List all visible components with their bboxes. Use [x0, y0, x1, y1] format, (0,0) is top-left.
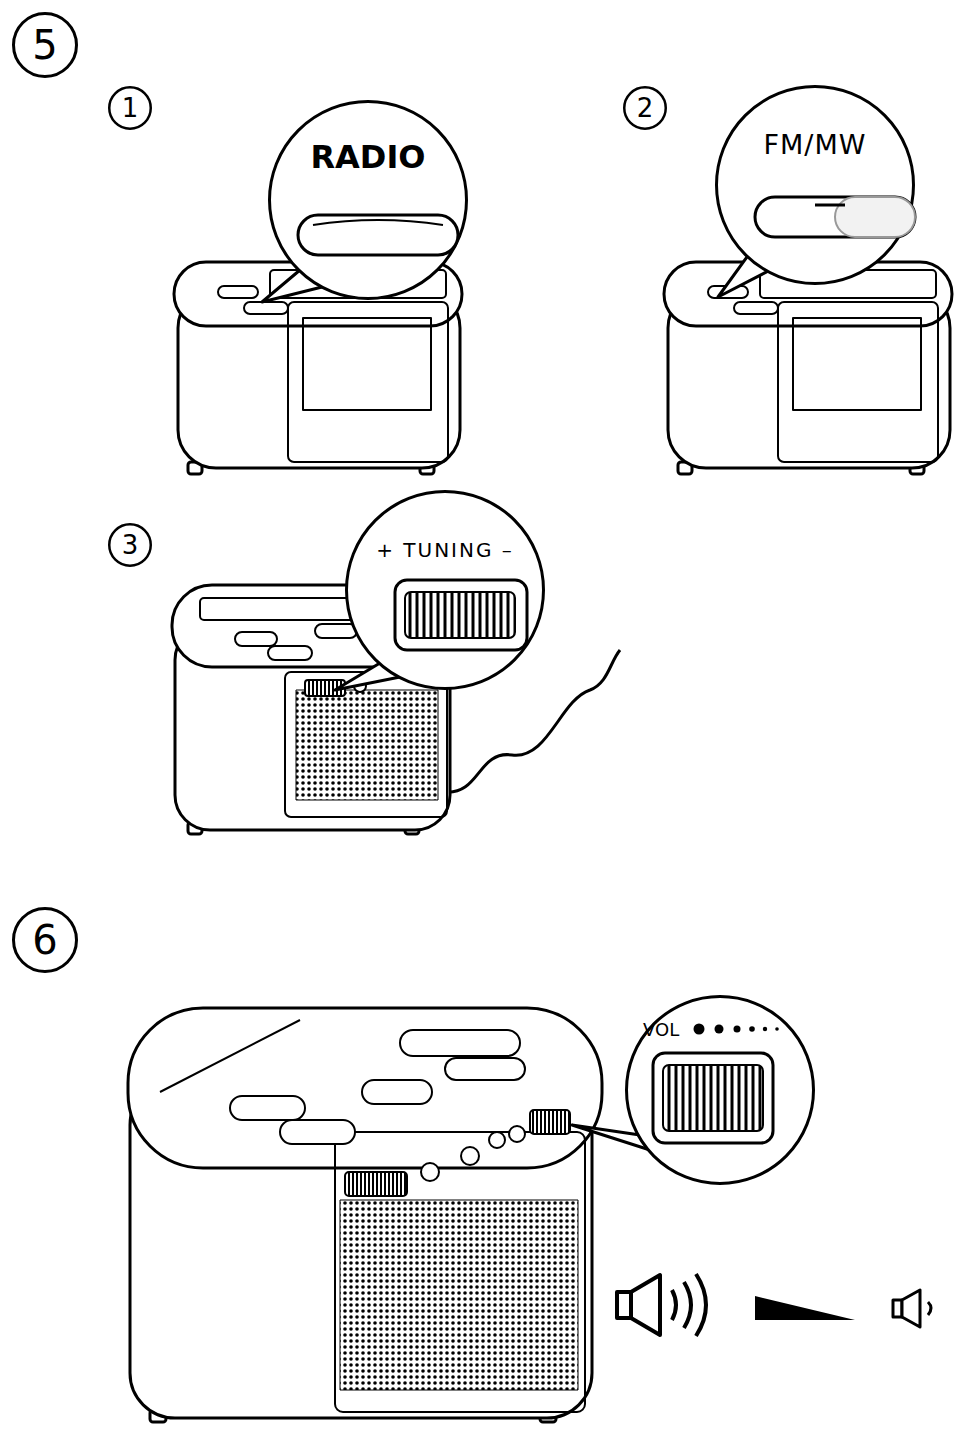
control-label: VOL [643, 1019, 679, 1041]
volume-symbol [893, 1290, 931, 1327]
step-number: 6 [32, 907, 57, 973]
step-number: 5 [12, 12, 78, 78]
callout-number: 1 [108, 86, 152, 130]
control-label: FM/MW [764, 129, 867, 161]
radio-back-view [128, 1008, 602, 1422]
callout-bubble: + TUNING – [345, 490, 545, 690]
callout-number: 3 [108, 523, 152, 567]
callout-bubble: RADIO [268, 100, 468, 300]
control-label: + TUNING – [376, 538, 514, 562]
callout-number: 2 [623, 86, 667, 130]
bubble-outline [345, 490, 545, 690]
radio-front-view [174, 262, 462, 474]
bubble-outline [268, 100, 468, 300]
step-number: 6 [12, 907, 78, 973]
callout-bubble: FM/MW [715, 85, 915, 285]
bubble-outline [715, 85, 915, 285]
control-label: RADIO [310, 138, 425, 176]
callout-bubble: VOL [625, 995, 815, 1185]
callout-number: 2 [637, 86, 654, 130]
volume-wedge [755, 1296, 855, 1320]
callout-number: 1 [122, 86, 139, 130]
callout-number: 3 [122, 523, 139, 567]
volume-symbol [617, 1274, 706, 1336]
radio-front-view [664, 262, 952, 474]
step-number: 5 [32, 12, 57, 78]
